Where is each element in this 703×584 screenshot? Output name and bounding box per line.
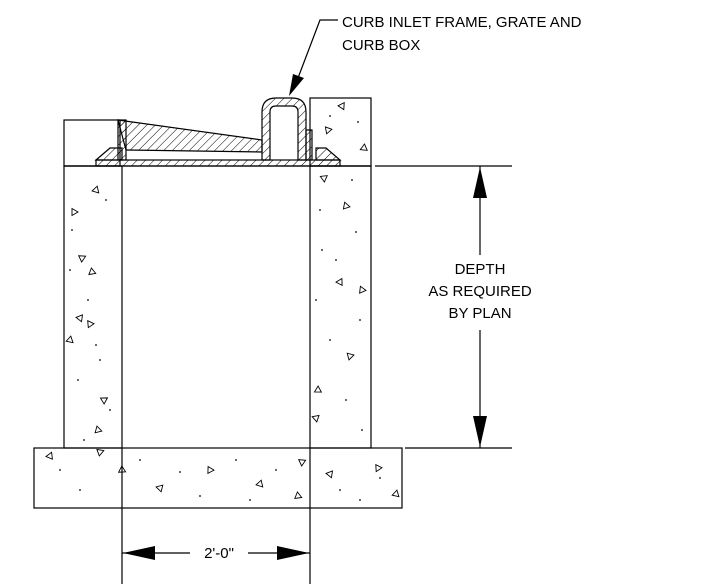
concrete-stipple-dot xyxy=(351,179,353,181)
concrete-stipple-dot xyxy=(77,379,79,381)
concrete-stipple-dot xyxy=(199,495,201,497)
concrete-stipple-dot xyxy=(361,429,363,431)
concrete-stipple-dot xyxy=(83,439,85,441)
concrete-stipple-dot xyxy=(59,469,61,471)
concrete-stipple-dot xyxy=(87,299,89,301)
concrete-aggregate-mark xyxy=(87,319,95,329)
concrete-stipple-dot xyxy=(69,269,71,271)
concrete-aggregate-mark xyxy=(99,397,109,405)
concrete-aggregate-mark xyxy=(359,285,367,294)
depth-label-2: AS REQUIRED xyxy=(428,283,532,300)
concrete-aggregate-mark xyxy=(297,459,307,467)
callout-line-1: CURB INLET FRAME, GRATE AND xyxy=(342,14,582,31)
concrete-stipple-dot xyxy=(179,471,181,473)
base-slab xyxy=(33,447,403,509)
concrete-aggregate-mark xyxy=(342,201,351,210)
right-wall xyxy=(309,165,372,449)
concrete-aggregate-mark xyxy=(311,414,320,423)
width-arrow-left xyxy=(123,546,155,560)
concrete-stipple-dot xyxy=(359,319,361,321)
concrete-aggregate-mark xyxy=(324,126,333,135)
concrete-aggregate-mark xyxy=(77,255,87,263)
concrete-stipple-dot xyxy=(339,489,341,491)
concrete-aggregate-mark xyxy=(375,463,383,473)
depth-arrow-bottom xyxy=(473,416,487,447)
concrete-stipple-dot xyxy=(355,231,357,233)
concrete-aggregate-mark xyxy=(319,175,328,183)
concrete-aggregate-mark xyxy=(75,314,84,323)
concrete-aggregate-mark xyxy=(207,465,215,475)
concrete-stipple-dot xyxy=(345,399,347,401)
concrete-aggregate-mark xyxy=(65,335,74,344)
concrete-stipple-dot xyxy=(79,489,81,491)
concrete-aggregate-mark xyxy=(325,470,334,479)
concrete-stipple-dot xyxy=(235,459,237,461)
depth-arrow-top xyxy=(473,167,487,198)
concrete-stipple-dot xyxy=(379,477,381,479)
concrete-stipple-dot xyxy=(315,299,317,301)
concrete-aggregate-mark xyxy=(45,451,53,460)
width-arrow-right xyxy=(277,546,309,560)
concrete-stipple-dot xyxy=(249,499,251,501)
concrete-aggregate-mark xyxy=(155,484,164,493)
concrete-stipple-dot xyxy=(329,339,331,341)
concrete-aggregate-mark xyxy=(335,277,343,287)
concrete-aggregate-mark xyxy=(94,425,103,434)
depth-dimension xyxy=(375,165,512,449)
concrete-stipple-dot xyxy=(329,115,331,117)
concrete-aggregate-mark xyxy=(294,491,303,500)
concrete-aggregate-mark xyxy=(337,101,345,111)
concrete-aggregate-mark xyxy=(71,207,79,217)
concrete-aggregate-mark xyxy=(88,267,97,276)
concrete-stipple-dot xyxy=(71,229,73,231)
concrete-aggregate-mark xyxy=(255,479,264,488)
concrete-stipple-dot xyxy=(321,249,323,251)
inlet-frame-grate xyxy=(94,97,342,167)
concrete-stipple-dot xyxy=(319,209,321,211)
concrete-aggregate-mark xyxy=(91,185,100,194)
width-label: 2'-0" xyxy=(204,545,234,562)
concrete-stipple-dot xyxy=(359,499,361,501)
concrete-stipple-dot xyxy=(109,409,111,411)
concrete-stipple-dot xyxy=(139,459,141,461)
concrete-stipple-dot xyxy=(275,469,277,471)
width-dimension xyxy=(121,448,311,584)
concrete-aggregate-mark xyxy=(96,448,105,457)
concrete-stipple-dot xyxy=(99,359,101,361)
concrete-aggregate-mark xyxy=(359,143,368,151)
concrete-stipple-dot xyxy=(357,121,359,123)
concrete-aggregate-mark xyxy=(391,489,400,498)
concrete-stipple-dot xyxy=(95,344,97,346)
depth-label-3: BY PLAN xyxy=(448,305,511,322)
callout-line-2: CURB BOX xyxy=(342,37,420,54)
concrete-aggregate-mark xyxy=(346,352,355,361)
concrete-stipple xyxy=(45,101,400,501)
left-wall xyxy=(63,165,123,449)
callout-leader xyxy=(289,19,338,96)
depth-label-1: DEPTH xyxy=(455,261,506,278)
concrete-stipple-dot xyxy=(105,199,107,201)
concrete-stipple-dot xyxy=(335,259,337,261)
concrete-aggregate-mark xyxy=(313,385,323,393)
